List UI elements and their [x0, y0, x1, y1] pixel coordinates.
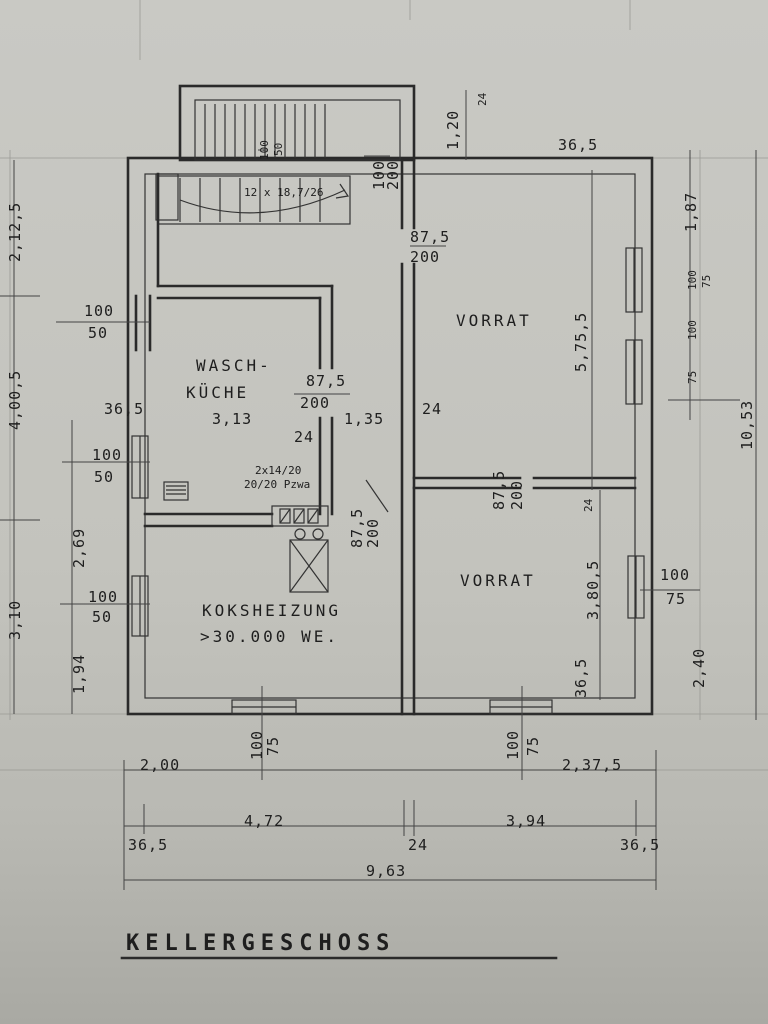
dim-label: 75 — [686, 371, 699, 384]
dim-label: 24 — [582, 498, 595, 512]
dim-label: 87,5 — [306, 372, 346, 390]
windows — [131, 247, 645, 715]
dim-label: 50 — [272, 143, 285, 156]
dim-label: 36,5 — [558, 136, 598, 154]
floor-drain — [163, 481, 189, 501]
dim-label: 5,75,5 — [572, 312, 590, 372]
dim-label: 100 — [504, 730, 522, 760]
title-text: KELLERGESCHOSS — [126, 931, 395, 956]
dim-label: 100 — [92, 446, 122, 464]
room-labels: WASCH- KÜCHE KOKSHEIZUNG >30.000 WE. VOR… — [186, 311, 536, 646]
room-label-koks-sub: >30.000 WE. — [200, 627, 339, 646]
dim-label: 3,10 — [6, 600, 24, 640]
dim-label: 200 — [300, 394, 330, 412]
dim-label: 9,63 — [366, 862, 406, 880]
dim-label: 24 — [476, 92, 489, 106]
dim-label: 3,94 — [506, 812, 546, 830]
dim-label: 4,72 — [244, 812, 284, 830]
dim-label: 75 — [666, 590, 686, 608]
stair-note: 12 x 18,7/26 — [244, 186, 323, 199]
dim-label: 3,13 — [212, 410, 252, 428]
annotation-labels: 12 x 18,7/26 2x14/20 20/20 Pzwa — [244, 186, 323, 491]
dim-label: 4,00,5 — [6, 370, 24, 430]
dim-label: 100 — [84, 302, 114, 320]
dim-label: 75 — [700, 275, 713, 288]
dim-label: 100 — [686, 320, 699, 340]
dim-label: 50 — [92, 608, 112, 626]
chimney — [271, 505, 329, 527]
dim-label: 100 — [370, 160, 388, 190]
dim-label: 200 — [410, 248, 440, 266]
room-label-wasch-1: WASCH- — [196, 356, 272, 375]
dim-label: 36,5 — [128, 836, 168, 854]
dim-label: 200 — [384, 160, 402, 190]
room-label-koks: KOKSHEIZUNG — [202, 601, 341, 620]
dim-label: 24 — [422, 400, 442, 418]
dim-label: 2,40 — [690, 648, 708, 688]
dim-label: 3,80,5 — [584, 560, 602, 620]
chimney-note-b: 20/20 Pzwa — [244, 478, 310, 491]
dim-label: 2,69 — [70, 528, 88, 568]
dim-label: 75 — [524, 736, 542, 756]
dim-label: 87,5 — [410, 228, 450, 246]
dimension-labels: 100 50 100 50 100 50 87,5 200 87,5 200 3… — [6, 92, 756, 880]
dim-label: 100 — [248, 730, 266, 760]
dim-label: 2,12,5 — [6, 202, 24, 262]
room-label-vorrat-top: VORRAT — [456, 311, 532, 330]
interior-walls — [134, 158, 637, 716]
dim-label: 10,53 — [738, 400, 756, 450]
dim-label: 1,20 — [444, 110, 462, 150]
dim-label: 100 — [88, 588, 118, 606]
dim-label: 75 — [264, 736, 282, 756]
dim-label: 100 — [660, 566, 690, 584]
dim-label: 50 — [88, 324, 108, 342]
boiler — [289, 528, 329, 593]
dim-label: 100 — [258, 140, 271, 160]
dim-label: 24 — [294, 428, 314, 446]
dim-label: 2,37,5 — [562, 756, 622, 774]
dim-label: 200 — [508, 480, 526, 510]
dim-label: 100 — [686, 270, 699, 290]
dim-label: 87,5 — [490, 470, 508, 510]
dim-label: 87,5 — [348, 508, 366, 548]
dim-label: 36,5 — [104, 400, 144, 418]
room-label-wasch-2: KÜCHE — [186, 383, 249, 402]
dim-label: 50 — [94, 468, 114, 486]
dim-label: 1,87 — [682, 192, 700, 232]
dimension-lines — [0, 90, 757, 890]
dim-label: 1,94 — [70, 654, 88, 694]
dim-label: 36,5 — [620, 836, 660, 854]
dim-label: 200 — [364, 518, 382, 548]
room-label-vorrat-bottom: VORRAT — [460, 571, 536, 590]
dim-label: 24 — [408, 836, 428, 854]
dim-label: 36,5 — [572, 658, 590, 698]
drawing-title: KELLERGESCHOSS — [120, 931, 558, 960]
door-swing — [365, 479, 389, 513]
dim-label: 1,35 — [344, 410, 384, 428]
staircase — [155, 84, 416, 225]
dim-label: 2,00 — [140, 756, 180, 774]
chimney-note-a: 2x14/20 — [255, 464, 301, 477]
